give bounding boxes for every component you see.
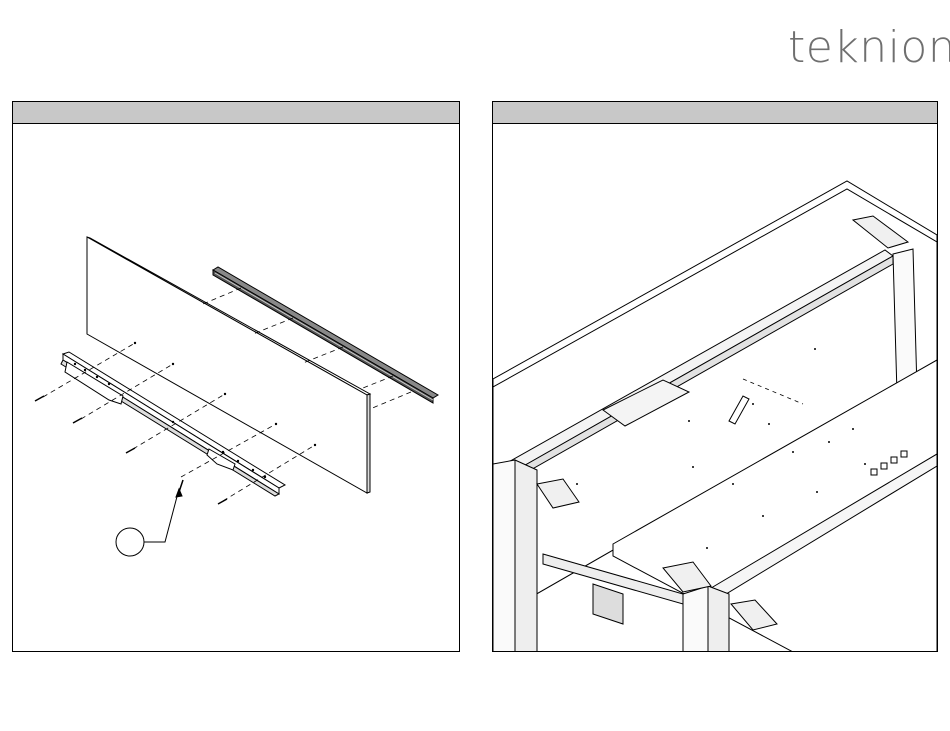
desk-underside-drawing [493,124,937,652]
left-panel-figure [13,124,459,651]
leg-center [683,586,708,652]
screw-icon [35,396,227,504]
callout-circle-icon [116,489,182,556]
teknion-logo: teknion [788,26,950,70]
right-instruction-panel [492,101,938,652]
leg-left-front [493,460,515,652]
right-panel-header [493,102,937,124]
right-panel-figure [493,124,937,651]
left-instruction-panel [12,101,460,652]
left-panel-header [13,102,459,124]
modesty-panel-exploded-drawing [13,124,459,652]
